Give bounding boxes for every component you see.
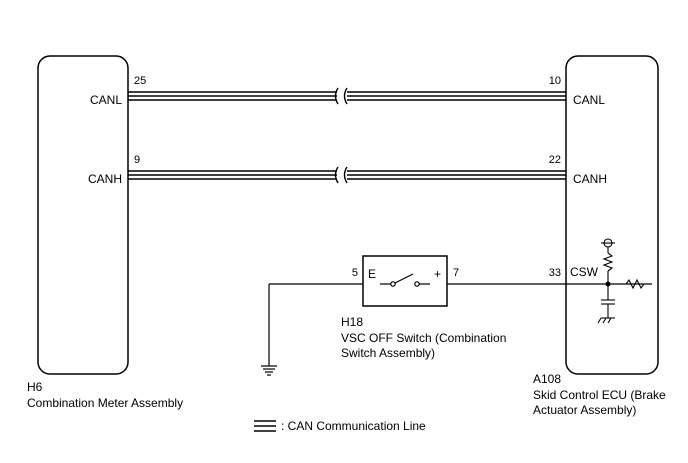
label-canl-right: CANL: [573, 93, 605, 107]
right-ecu-name-line2: Actuator Assembly): [533, 403, 636, 417]
switch-name-line1: VSC OFF Switch (Combination: [341, 331, 506, 345]
pullup-circuit: [597, 238, 645, 324]
pullup-resistor-icon: [602, 252, 614, 272]
label-canl-left: CANL: [90, 93, 122, 107]
canh-bus-line: [128, 166, 566, 184]
switch-contact-icon: [380, 273, 430, 287]
can-line-legend-icon: [254, 420, 276, 432]
label-csw: CSW: [570, 265, 599, 279]
pin-csw: 33: [549, 267, 561, 279]
series-resistor-icon: [625, 278, 645, 290]
pin-canh-left: 9: [134, 154, 140, 166]
canl-bus-line: [128, 87, 566, 105]
vsc-off-switch-box: [362, 255, 448, 307]
ground-icon: [261, 365, 277, 376]
switch-code: H18: [341, 315, 363, 329]
right-ecu-code: A108: [533, 372, 561, 386]
pin-canl-left: 25: [134, 75, 146, 87]
label-canh-right: CANH: [573, 172, 607, 186]
switch-terminal-plus: +: [434, 267, 441, 281]
pin-canl-right: 10: [549, 75, 561, 87]
skid-control-ecu-box: [565, 55, 659, 375]
pin-canh-right: 22: [549, 154, 561, 166]
pin-switch-plus: 7: [453, 267, 459, 279]
right-ecu-name-line1: Skid Control ECU (Brake: [533, 388, 666, 402]
legend-text: : CAN Communication Line: [281, 419, 426, 433]
pin-switch-e: 5: [352, 267, 358, 279]
left-ecu-name: Combination Meter Assembly: [27, 396, 183, 410]
ground-wire: [268, 283, 363, 366]
left-ecu-code: H6: [27, 380, 43, 394]
switch-terminal-e: E: [368, 267, 376, 281]
label-canh-left: CANH: [88, 172, 122, 186]
switch-name-line2: Switch Assembly): [341, 346, 435, 360]
combination-meter-box: [37, 55, 129, 375]
